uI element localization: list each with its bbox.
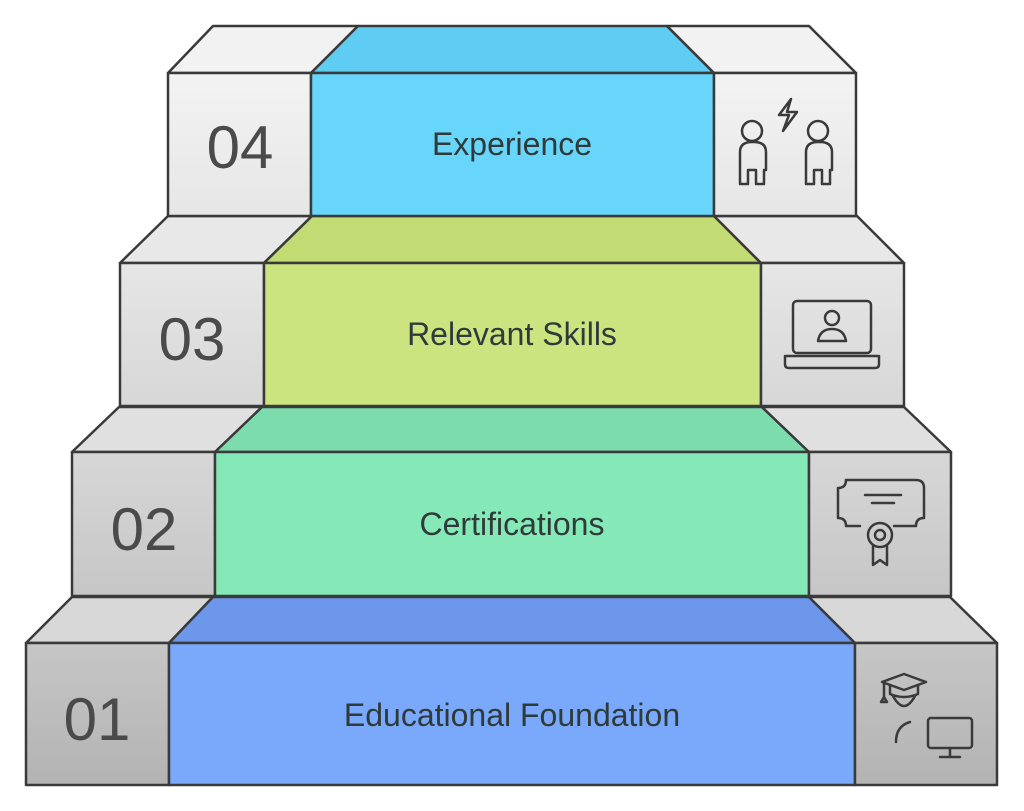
step-04-number: 04 — [207, 114, 274, 181]
step-01-label: Educational Foundation — [344, 697, 680, 733]
step-03: 03 Relevant Skills — [118, 214, 906, 408]
certificate-icon — [836, 478, 926, 567]
two-people-spark-icon — [738, 97, 834, 186]
step-01-number: 01 — [64, 686, 131, 753]
step-02: 02 Certifications — [70, 405, 953, 598]
step-04-label: Experience — [432, 126, 592, 162]
step-03-left-block — [118, 261, 266, 408]
step-02-center-top-face — [213, 405, 811, 454]
step-04: 04 Experience — [166, 24, 858, 218]
step-02-label: Certifications — [420, 506, 605, 542]
step-01-right-block — [853, 641, 999, 787]
step-01-center-block — [167, 641, 857, 787]
step-03-center-top-face — [262, 214, 763, 265]
step-03-right-block — [759, 261, 906, 408]
step-03-number: 03 — [159, 306, 226, 373]
step-02-number: 02 — [111, 496, 178, 563]
step-02-left-block — [70, 450, 217, 598]
step-01-left-block — [24, 641, 171, 787]
step-04-center-block — [309, 71, 716, 218]
step-04-right-block — [712, 71, 858, 218]
step-04-center-top-face — [309, 24, 716, 75]
step-01-center-top-face — [167, 595, 857, 645]
step-01: 01 Educational Foundation — [24, 595, 999, 787]
step-03-label: Relevant Skills — [407, 316, 617, 352]
step-03-center-block — [262, 261, 763, 408]
laptop-user-icon — [783, 299, 881, 370]
graduate-computer-icon — [879, 672, 974, 759]
